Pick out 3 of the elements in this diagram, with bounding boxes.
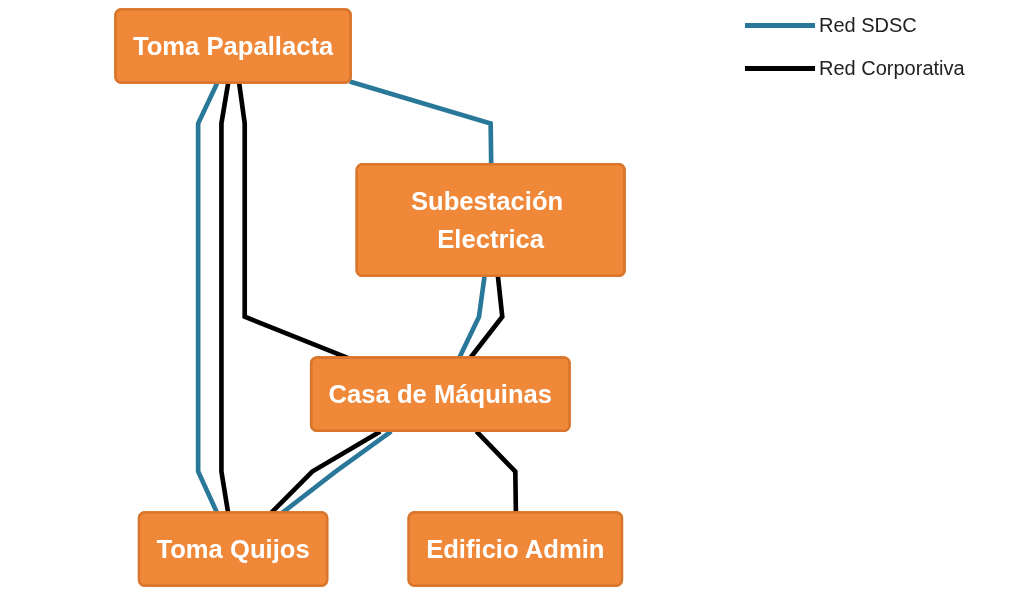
legend-label: Red SDSC — [819, 14, 917, 37]
connector — [348, 79, 494, 165]
legend-label: Red Corporativa — [819, 57, 965, 80]
